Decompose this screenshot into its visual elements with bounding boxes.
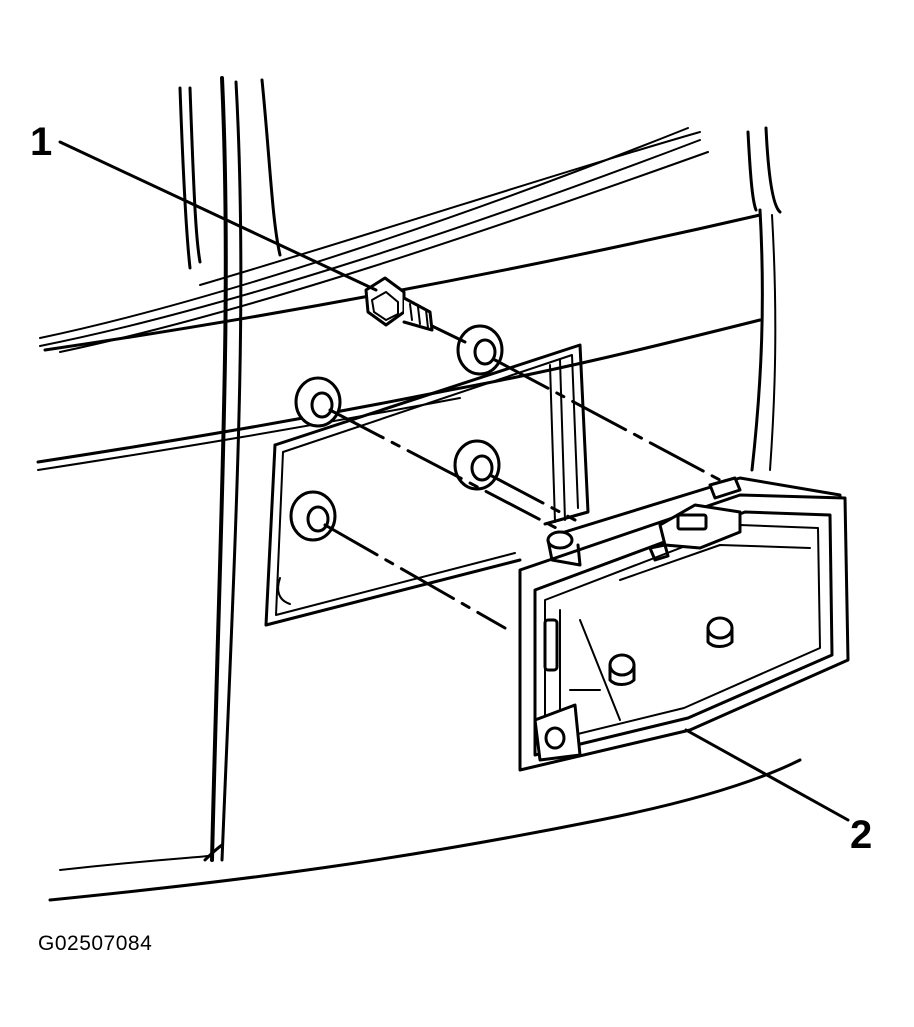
leader-line-1	[58, 140, 378, 292]
alignment-lines	[323, 324, 762, 672]
leader-line-2	[684, 728, 850, 822]
lamp-pocket	[264, 343, 590, 627]
callout-label-1: 1	[30, 120, 53, 164]
figure-id: G02507084	[38, 932, 153, 955]
lamp-housing	[518, 476, 850, 772]
leader-lines	[58, 140, 850, 822]
body-panel	[36, 76, 802, 902]
callout-label-2: 2	[850, 813, 873, 857]
mounting-grommets	[289, 324, 504, 542]
bolt	[364, 276, 434, 332]
